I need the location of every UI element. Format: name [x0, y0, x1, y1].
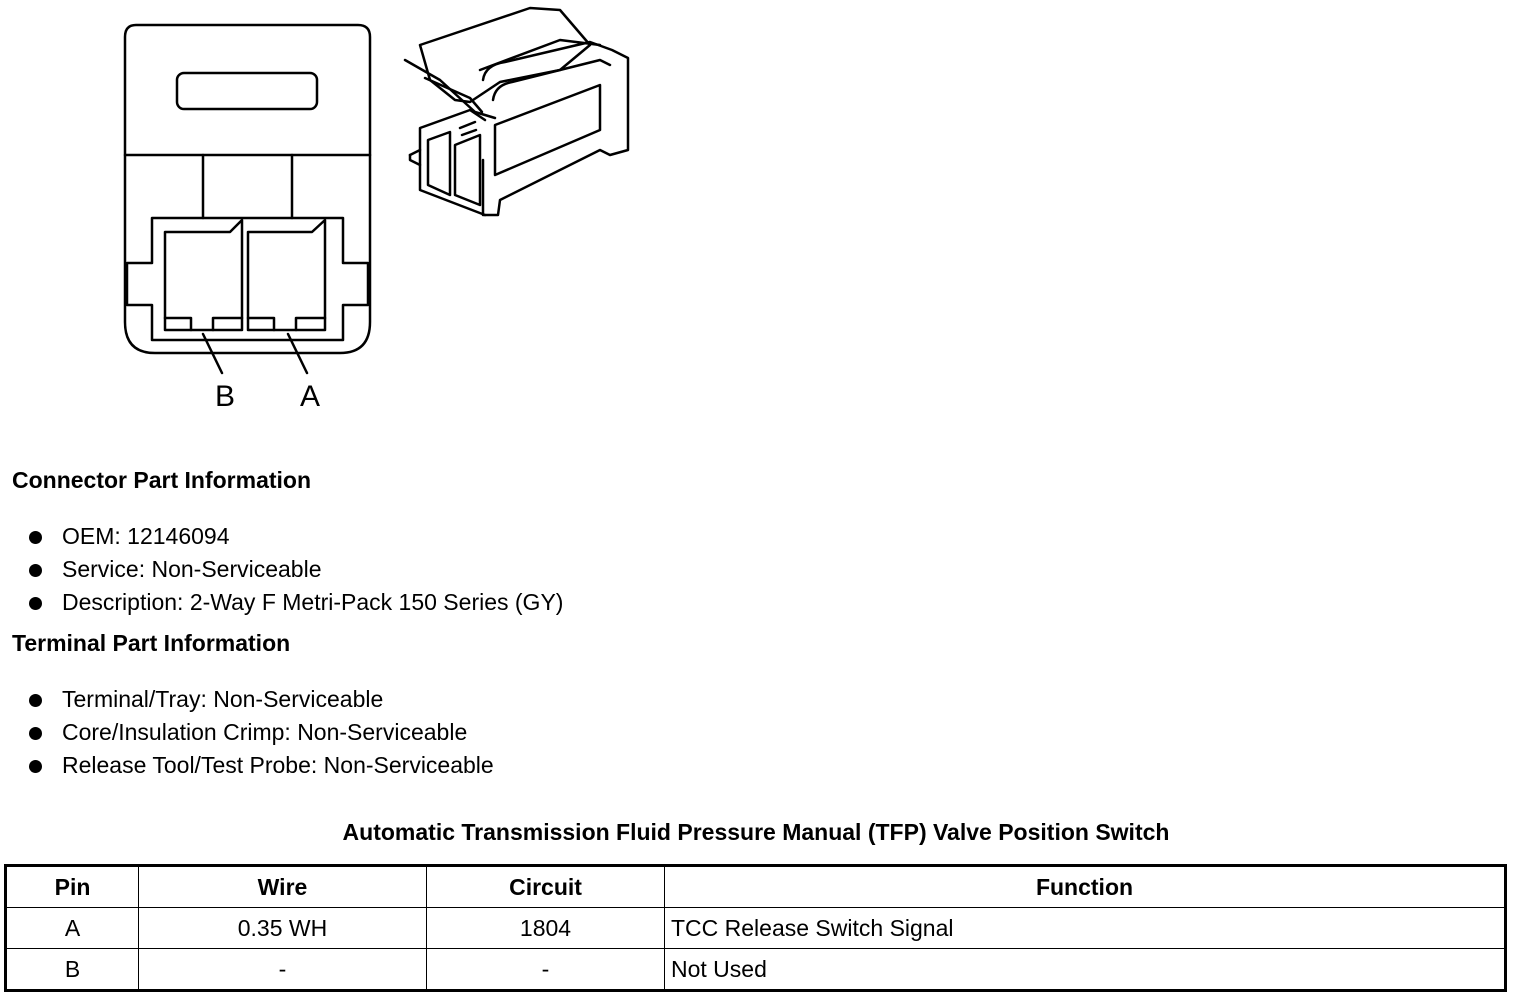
list-item-text: Core/Insulation Crimp: Non-Serviceable [62, 719, 468, 745]
bullet-icon [29, 760, 42, 773]
list-item: Core/Insulation Crimp: Non-Serviceable [26, 716, 494, 749]
connector-isometric-view [403, 6, 630, 217]
table-row: A 0.35 WH 1804 TCC Release Switch Signal [5, 907, 1506, 949]
bullet-icon [29, 727, 42, 740]
cell-wire: - [138, 948, 427, 991]
list-item: OEM: 12146094 [26, 520, 563, 553]
bullet-icon [29, 694, 42, 707]
cell-circuit: - [426, 948, 665, 991]
connector-info-list: OEM: 12146094 Service: Non-Serviceable D… [26, 520, 563, 619]
list-item: Description: 2-Way F Metri-Pack 150 Seri… [26, 586, 563, 619]
cell-function: TCC Release Switch Signal [664, 907, 1506, 949]
table-header-row: Pin Wire Circuit Function [5, 865, 1506, 908]
terminal-info-heading: Terminal Part Information [12, 630, 291, 656]
cavity-a [246, 218, 327, 332]
connector-face-view [123, 23, 372, 375]
bullet-icon [29, 564, 42, 577]
list-item-text: Description: 2-Way F Metri-Pack 150 Seri… [62, 589, 564, 615]
connector-info-heading: Connector Part Information [12, 467, 312, 493]
pin-label-a: A [300, 380, 320, 413]
list-item: Service: Non-Serviceable [26, 553, 563, 586]
bullet-icon [29, 531, 42, 544]
cell-pin: B [5, 948, 139, 991]
column-header-function: Function [664, 865, 1506, 908]
cell-wire: 0.35 WH [138, 907, 427, 949]
table-row: B - - Not Used [5, 948, 1506, 991]
column-header-pin: Pin [5, 865, 139, 908]
cavity-b [163, 218, 244, 332]
cell-circuit: 1804 [426, 907, 665, 949]
connector-diagram: B A [123, 6, 630, 413]
pinout-table: Pin Wire Circuit Function A 0.35 WH 1804… [4, 864, 1507, 992]
cell-pin: A [5, 907, 139, 949]
cell-function: Not Used [664, 948, 1506, 991]
table-title: Automatic Transmission Fluid Pressure Ma… [342, 819, 1170, 845]
list-item: Release Tool/Test Probe: Non-Serviceable [26, 749, 494, 782]
list-item-text: Terminal/Tray: Non-Serviceable [62, 686, 384, 712]
list-item-text: Service: Non-Serviceable [62, 556, 322, 582]
column-header-circuit: Circuit [426, 865, 665, 908]
pin-label-b: B [215, 380, 235, 413]
list-item-text: Release Tool/Test Probe: Non-Serviceable [62, 752, 494, 778]
bullet-icon [29, 597, 42, 610]
column-header-wire: Wire [138, 865, 427, 908]
pin-labels: B A [215, 380, 320, 413]
list-item-text: OEM: 12146094 [62, 523, 230, 549]
latch-slot [175, 71, 319, 111]
list-item: Terminal/Tray: Non-Serviceable [26, 683, 494, 716]
terminal-info-list: Terminal/Tray: Non-Serviceable Core/Insu… [26, 683, 494, 782]
